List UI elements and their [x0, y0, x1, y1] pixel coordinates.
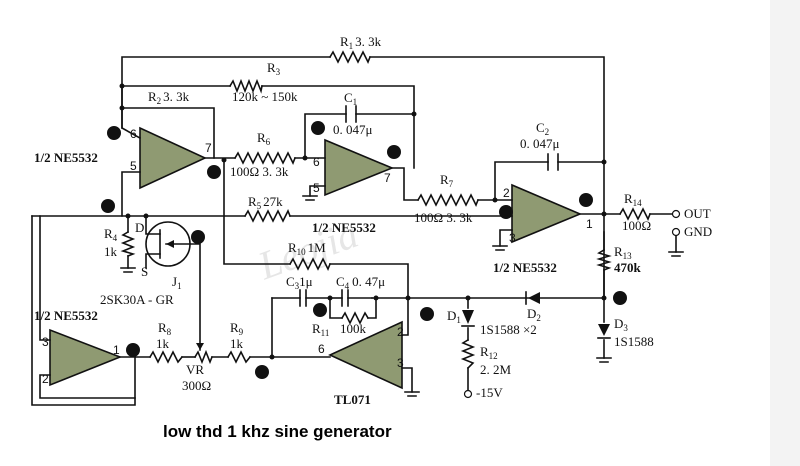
u3-pin2: 2 — [503, 186, 510, 200]
resistor-r4 — [120, 230, 136, 258]
vneg-terminal-label: -15V — [476, 385, 503, 400]
u5-pin3: 3 — [397, 356, 404, 370]
resistor-r12 — [460, 338, 476, 370]
pot-label: VR — [186, 362, 204, 377]
u2-pin6: 6 — [313, 155, 320, 169]
capacitor-c4 — [341, 289, 349, 307]
capacitor-c3 — [299, 289, 307, 307]
r11-label: R11 — [312, 321, 329, 338]
resistor-r13 — [596, 248, 612, 272]
resistor-r7 — [416, 193, 480, 207]
d1-label: D1 — [447, 308, 461, 325]
resistor-r1 — [328, 50, 372, 64]
r8-label: R8 — [158, 320, 172, 337]
resistor-r14 — [618, 207, 652, 221]
c2-value: 0. 047μ — [520, 136, 560, 151]
r7-label: R7 — [440, 172, 454, 189]
diode-d2 — [525, 291, 540, 305]
page-edge — [770, 0, 800, 466]
resistor-r6 — [233, 151, 297, 165]
r12-label: R12 — [480, 344, 498, 361]
jfet-source-label: S — [141, 264, 148, 279]
jfet-label: J1 — [172, 274, 182, 291]
r8-value: 1k — [156, 336, 170, 351]
resistor-r8 — [148, 350, 184, 364]
capacitor-c2 — [547, 153, 559, 171]
diode-d1 — [461, 310, 475, 327]
u3-pin3: 3 — [509, 231, 516, 245]
d3-label: D3 — [614, 316, 628, 333]
resistor-r11 — [340, 311, 370, 325]
r6-label: R6 — [257, 130, 271, 147]
resistor-r9 — [226, 350, 252, 364]
r9-label: R9 — [230, 320, 244, 337]
u1-label: 1/2 NE5532 — [34, 150, 98, 165]
c3-label: C31μ — [286, 274, 313, 291]
r13-value: 470k — [614, 260, 642, 275]
r7-value: 100Ω 3. 3k — [414, 210, 473, 225]
junction-dots — [119, 83, 607, 360]
u4-pin1: 1 — [113, 343, 120, 357]
r12-value: 2. 2M — [480, 362, 512, 377]
resistor-r10 — [288, 257, 332, 271]
d1-value: 1S1588 ×2 — [480, 322, 537, 337]
u3-pin1: 1 — [586, 217, 593, 231]
u3-label: 1/2 NE5532 — [493, 260, 557, 275]
u1-pin5: 5 — [130, 159, 137, 173]
u2-pin7: 7 — [384, 171, 391, 185]
gnd-terminal-label: GND — [684, 224, 712, 239]
opamp-u2 — [324, 138, 395, 197]
test-point-markers — [101, 121, 627, 379]
u5-pin6: 6 — [318, 342, 325, 356]
c2-label: C2 — [536, 120, 549, 137]
jfet-part: 2SK30A - GR — [100, 292, 174, 307]
r4-value: 1k — [104, 244, 118, 259]
u4-label: 1/2 NE5532 — [34, 308, 98, 323]
r3-label: R3 — [267, 60, 281, 77]
u4-pin2: 2 — [42, 372, 49, 386]
r13-label: R13 — [614, 244, 632, 261]
u5-pin2: 2 — [397, 325, 404, 339]
resistor-r5 — [243, 209, 292, 223]
c1-label: C1 — [344, 90, 357, 107]
r4-label: R4 — [104, 226, 118, 243]
r11-value: 100k — [340, 321, 367, 336]
diode-d3 — [597, 324, 611, 339]
r6-value: 100Ω 3. 3k — [230, 164, 289, 179]
d2-label: D2 — [527, 306, 541, 323]
caption: low thd 1 khz sine generator — [163, 422, 392, 441]
u5-label: TL071 — [334, 392, 371, 407]
u1-pin7: 7 — [205, 141, 212, 155]
u2-pin5: 5 — [313, 181, 320, 195]
u4-pin3: 3 — [42, 335, 49, 349]
opamp-u3 — [511, 183, 583, 244]
out-terminal-label: OUT — [684, 206, 711, 221]
opamp-u4 — [49, 328, 123, 387]
jfet-drain-label: D — [135, 220, 144, 235]
u2-label: 1/2 NE5532 — [312, 220, 376, 235]
resistor-r3 — [228, 78, 263, 94]
u1-pin6: 6 — [130, 127, 137, 141]
r14-value: 100Ω — [622, 218, 651, 233]
c1-value: 0. 047μ — [333, 122, 373, 137]
opamp-u5 — [328, 320, 403, 390]
r3-value: 120k ~ 150k — [232, 89, 298, 104]
capacitor-c1 — [345, 105, 357, 123]
potentiometer-vr — [193, 349, 214, 365]
pot-value: 300Ω — [182, 378, 211, 393]
r9-value: 1k — [230, 336, 244, 351]
opamp-u1 — [139, 126, 207, 190]
r14-label: R14 — [624, 191, 642, 208]
d3-value: 1S1588 — [614, 334, 654, 349]
